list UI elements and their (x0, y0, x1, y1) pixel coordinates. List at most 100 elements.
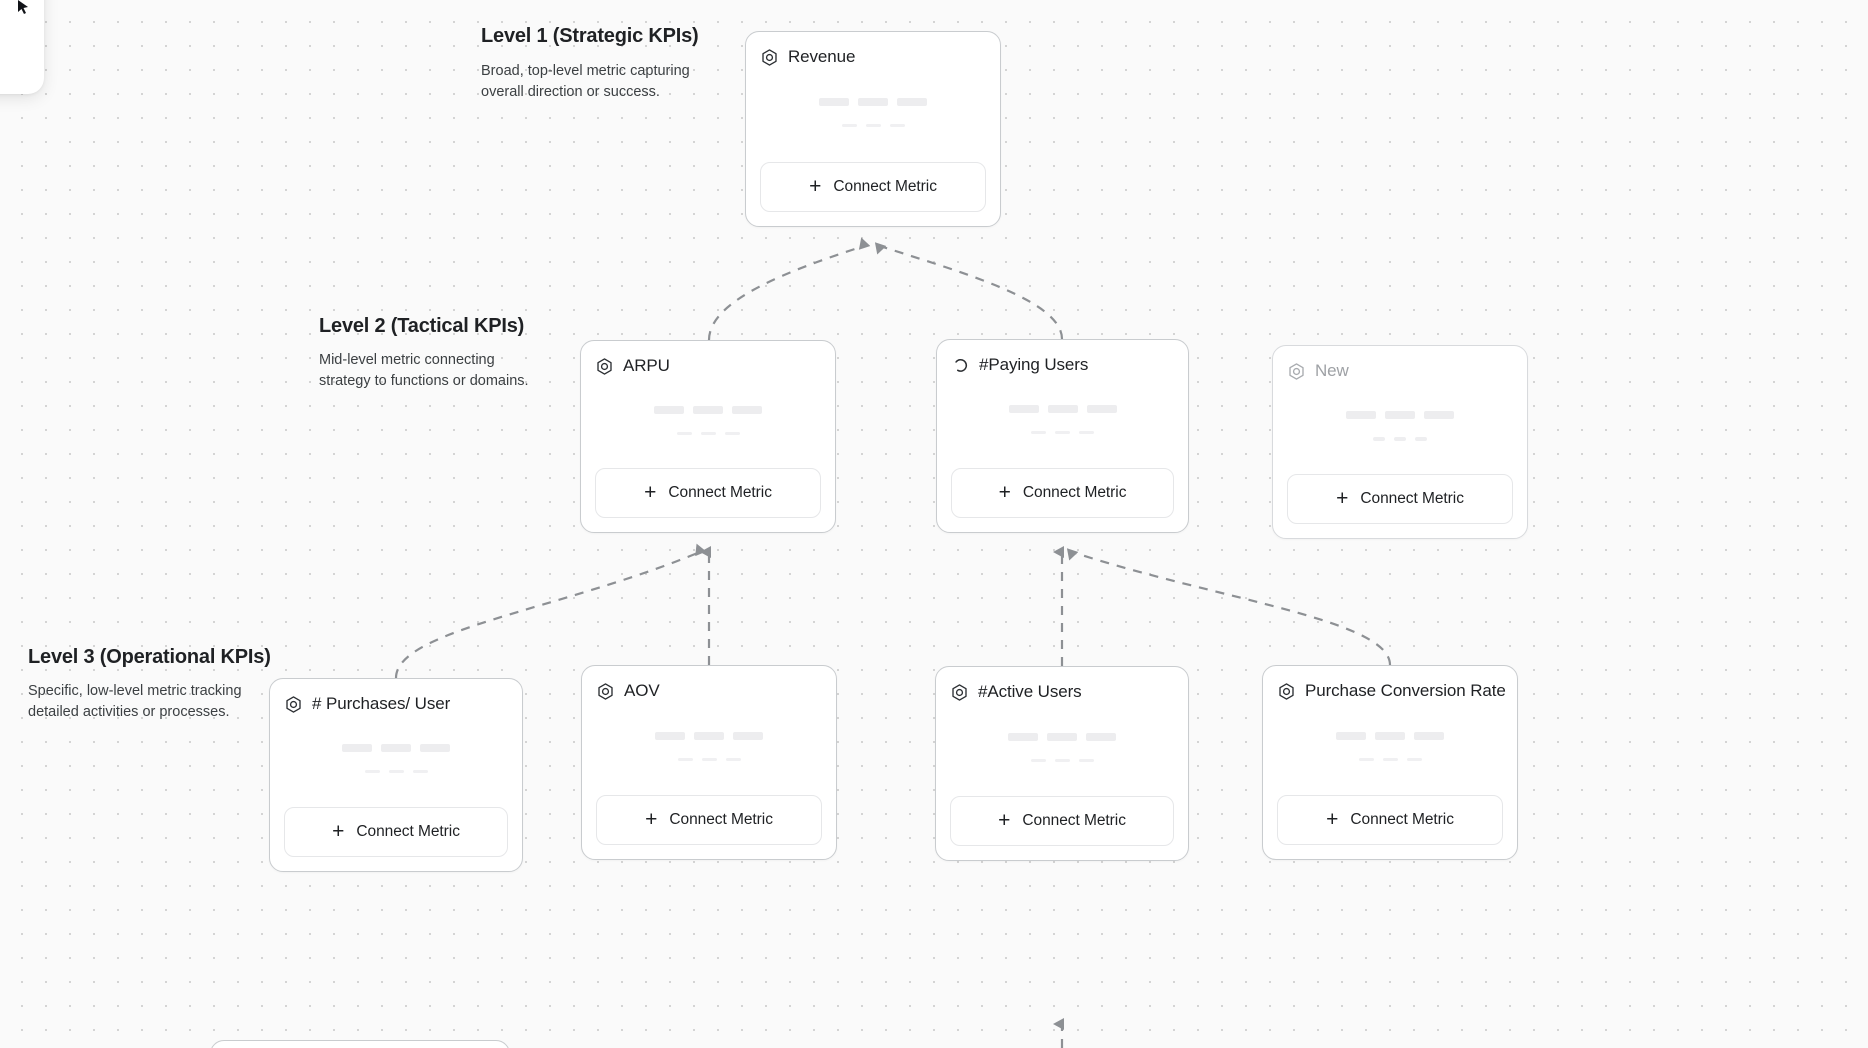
skeleton-bar (1031, 431, 1046, 434)
connect-metric-button[interactable]: + Connect Metric (595, 468, 821, 518)
skeleton-row-primary (1008, 405, 1117, 413)
skeleton-bar (733, 731, 763, 740)
card-title: Purchase Conversion Rate (1305, 681, 1506, 700)
skeleton-bar (1054, 758, 1070, 762)
metric-card-new[interactable]: New + Connect Metric (1272, 345, 1528, 539)
skeleton-bar (693, 405, 723, 414)
card-skeleton-body (760, 69, 986, 162)
skeleton-bar (819, 98, 849, 106)
edge-arpu-to-revenue (707, 237, 871, 341)
card-header: # Purchases/ User (284, 692, 508, 716)
skeleton-bar (420, 744, 450, 752)
skeleton-bar (1373, 436, 1385, 441)
plus-icon: + (998, 480, 1011, 504)
skeleton-bar (889, 124, 905, 127)
skeleton-bar (732, 405, 762, 414)
metric-card-aov[interactable]: AOV + Connect Metric (581, 665, 837, 860)
skeleton-bar (1346, 410, 1376, 419)
connect-metric-button[interactable]: + Connect Metric (1287, 474, 1513, 524)
skeleton-row-secondary (1031, 431, 1094, 434)
level-1-description: Broad, top-level metric capturing overal… (481, 63, 690, 101)
metric-card-offscreen-below[interactable] (210, 1040, 510, 1048)
connect-metric-label: Connect Metric (668, 484, 772, 501)
skeleton-bar (1086, 732, 1116, 741)
metric-card-purchases-per-user[interactable]: # Purchases/ User + Connect Metric (269, 678, 523, 872)
skeleton-bar (655, 731, 685, 740)
connect-metric-button[interactable]: + Connect Metric (951, 468, 1174, 518)
skeleton-bar (1055, 431, 1070, 434)
edge-paying-users-to-revenue (874, 242, 1064, 340)
skeleton-bar (1047, 405, 1078, 413)
skeleton-bar (1385, 410, 1415, 419)
hexagon-metric-icon (952, 683, 967, 701)
level-2-title: Level 2 (Tactical KPIs) (319, 315, 525, 337)
skeleton-bar (865, 124, 881, 127)
connect-metric-button[interactable]: + Connect Metric (760, 162, 986, 212)
card-title: ARPU (623, 356, 670, 375)
card-header: Purchase Conversion Rate (1277, 679, 1506, 703)
skeleton-bar (1008, 405, 1039, 413)
level-2-label: Level 2 (Tactical KPIs) Mid-level metric… (319, 314, 535, 392)
connect-metric-label: Connect Metric (1350, 811, 1454, 828)
hexagon-metric-icon (598, 682, 613, 700)
skeleton-bar (677, 757, 693, 761)
skeleton-row-secondary (676, 431, 740, 435)
connect-metric-label: Connect Metric (1360, 490, 1464, 507)
plus-icon: + (1326, 807, 1339, 831)
metric-card-revenue[interactable]: Revenue + Connect Metric (745, 31, 1001, 227)
skeleton-bar (1086, 405, 1117, 413)
plus-icon: + (645, 807, 658, 831)
skeleton-row-primary (654, 405, 762, 414)
skeleton-bar (1375, 731, 1405, 740)
skeleton-bar (841, 124, 857, 127)
skeleton-bar (1336, 731, 1366, 740)
skeleton-row-primary (1346, 410, 1454, 419)
metric-card-arpu[interactable]: ARPU + Connect Metric (580, 340, 836, 533)
connect-metric-button[interactable]: + Connect Metric (284, 807, 508, 857)
skeleton-bar (725, 757, 741, 761)
level-1-title: Level 1 (Strategic KPIs) (481, 25, 699, 47)
skeleton-bar (1382, 757, 1398, 761)
metric-card-active-users[interactable]: #Active Users + Connect Metric (935, 666, 1189, 861)
skeleton-bar (858, 98, 888, 106)
plus-icon: + (809, 174, 822, 198)
skeleton-row-primary (655, 731, 763, 740)
card-skeleton-body (950, 704, 1174, 796)
skeleton-bar (654, 405, 684, 414)
connect-metric-button[interactable]: + Connect Metric (596, 795, 822, 845)
skeleton-row-primary (342, 744, 450, 752)
skeleton-bar (412, 770, 428, 773)
skeleton-bar (700, 431, 716, 435)
cursor-pointer-icon (18, 0, 28, 14)
card-header: Revenue (760, 45, 986, 69)
card-header: AOV (596, 679, 822, 703)
card-skeleton-body (951, 377, 1174, 468)
connect-metric-label: Connect Metric (669, 811, 773, 828)
card-title: #Paying Users (979, 355, 1089, 374)
skeleton-bar (694, 731, 724, 740)
level-2-description: Mid-level metric connecting strategy to … (319, 352, 529, 390)
card-header: #Active Users (950, 680, 1174, 704)
connect-metric-label: Connect Metric (1022, 484, 1127, 501)
metric-card-purchase-conversion-rate[interactable]: Purchase Conversion Rate + Connect Metri… (1262, 665, 1518, 860)
edge-purchases-to-arpu (394, 543, 707, 679)
skeleton-bar (1424, 410, 1454, 419)
skeleton-row-secondary (841, 124, 905, 127)
skeleton-row-secondary (1030, 758, 1094, 762)
plus-icon: + (998, 808, 1011, 832)
connect-metric-button[interactable]: + Connect Metric (950, 796, 1174, 846)
skeleton-bar (1047, 732, 1077, 741)
metric-card-paying-users[interactable]: #Paying Users + Connect Metric (936, 339, 1189, 533)
connect-metric-label: Connect Metric (356, 823, 460, 840)
skeleton-bar (1030, 758, 1046, 762)
card-title: # Purchases/ User (312, 694, 451, 713)
connect-metric-button[interactable]: + Connect Metric (1277, 795, 1503, 845)
skeleton-bar (724, 431, 740, 435)
floating-toolbar-panel[interactable] (0, 0, 44, 94)
skeleton-bar (1358, 757, 1374, 761)
card-skeleton-body (284, 716, 508, 807)
plus-icon: + (332, 819, 345, 843)
hexagon-metric-icon (286, 695, 301, 713)
card-header: New (1287, 359, 1513, 383)
